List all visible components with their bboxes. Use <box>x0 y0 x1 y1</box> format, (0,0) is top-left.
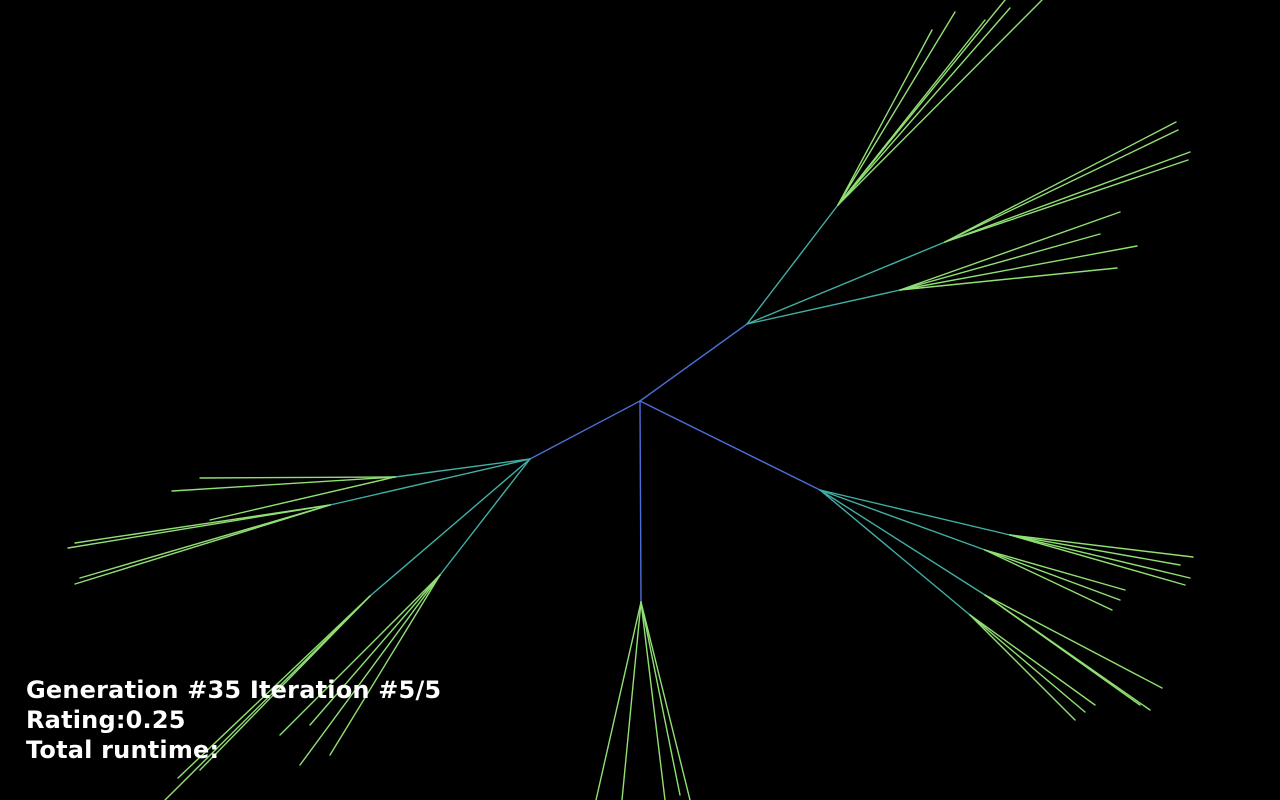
rating-value: 0.25 <box>125 706 186 734</box>
leaf-branch <box>969 614 1076 721</box>
leaf-branch <box>309 574 441 726</box>
leaf-branch <box>837 19 986 206</box>
leaf-branch <box>984 549 1126 591</box>
branch-segment <box>394 458 531 478</box>
leaf-branch <box>209 476 396 521</box>
branch-segment <box>369 458 531 597</box>
leaf-branch <box>984 549 1113 611</box>
leaf-branch <box>837 7 1011 206</box>
leaf-branch <box>899 211 1121 291</box>
leaf-branch <box>279 574 441 736</box>
generation-number: 35 <box>207 676 242 704</box>
leaf-branch <box>837 29 933 206</box>
leaf-branch <box>899 267 1118 291</box>
leaf-branch <box>984 594 1141 706</box>
leaf-branch <box>944 159 1189 243</box>
leaf-branch <box>79 504 331 579</box>
trunk-branch <box>529 400 641 460</box>
leaf-branch <box>984 549 1121 601</box>
leaf-branch <box>837 0 1043 206</box>
leaf-branch <box>171 476 396 492</box>
leaf-branch <box>299 574 441 766</box>
leaf-branch <box>1009 534 1181 566</box>
branch-segment <box>819 489 986 596</box>
branch-segment <box>746 241 946 325</box>
leaf-branch <box>640 601 681 796</box>
leaf-branch <box>177 595 371 779</box>
leaf-branch <box>329 574 441 756</box>
leaf-branch <box>899 233 1101 291</box>
leaf-branch <box>1009 534 1194 558</box>
runtime-line: Total runtime: <box>26 735 441 765</box>
rating-label: Rating: <box>26 706 126 734</box>
leaf-branch <box>199 595 371 771</box>
generation-prefix: Generation # <box>26 676 208 704</box>
trunk-branch <box>639 400 642 603</box>
iteration-count: 5/5 <box>398 676 442 704</box>
leaf-branch <box>595 601 642 800</box>
status-overlay: Generation #35 Iteration #5/5 Rating:0.2… <box>26 675 441 765</box>
leaf-branch <box>199 476 396 479</box>
leaf-branch <box>969 614 1096 706</box>
branch-segment <box>439 458 531 576</box>
leaf-branch <box>640 601 666 800</box>
leaf-branch <box>1009 534 1191 579</box>
tree-branches <box>67 0 1194 800</box>
branch-segment <box>819 489 971 616</box>
branch-segment <box>819 489 1011 536</box>
runtime-label: Total runtime: <box>26 736 220 764</box>
leaf-branch <box>837 11 956 206</box>
rating-line: Rating:0.25 <box>26 705 441 735</box>
trunk-branch <box>639 323 748 402</box>
leaf-branch <box>67 504 331 549</box>
branch-segment <box>329 458 531 506</box>
leaf-branch <box>969 614 1086 713</box>
leaf-branch <box>944 129 1179 243</box>
leaf-branch <box>944 121 1177 243</box>
leaf-branch <box>1009 534 1186 586</box>
branch-segment <box>746 204 839 325</box>
leaf-branch <box>984 594 1163 689</box>
generation-line: Generation #35 Iteration #5/5 <box>26 675 441 705</box>
leaf-branch <box>899 245 1138 291</box>
branch-segment <box>746 289 901 325</box>
iteration-prefix: Iteration # <box>241 676 399 704</box>
leaf-branch <box>944 151 1191 243</box>
trunk-branch <box>639 400 821 491</box>
leaf-branch <box>621 601 642 800</box>
leaf-branch <box>74 504 331 585</box>
branch-segment <box>819 489 986 551</box>
leaf-branch <box>640 601 691 800</box>
